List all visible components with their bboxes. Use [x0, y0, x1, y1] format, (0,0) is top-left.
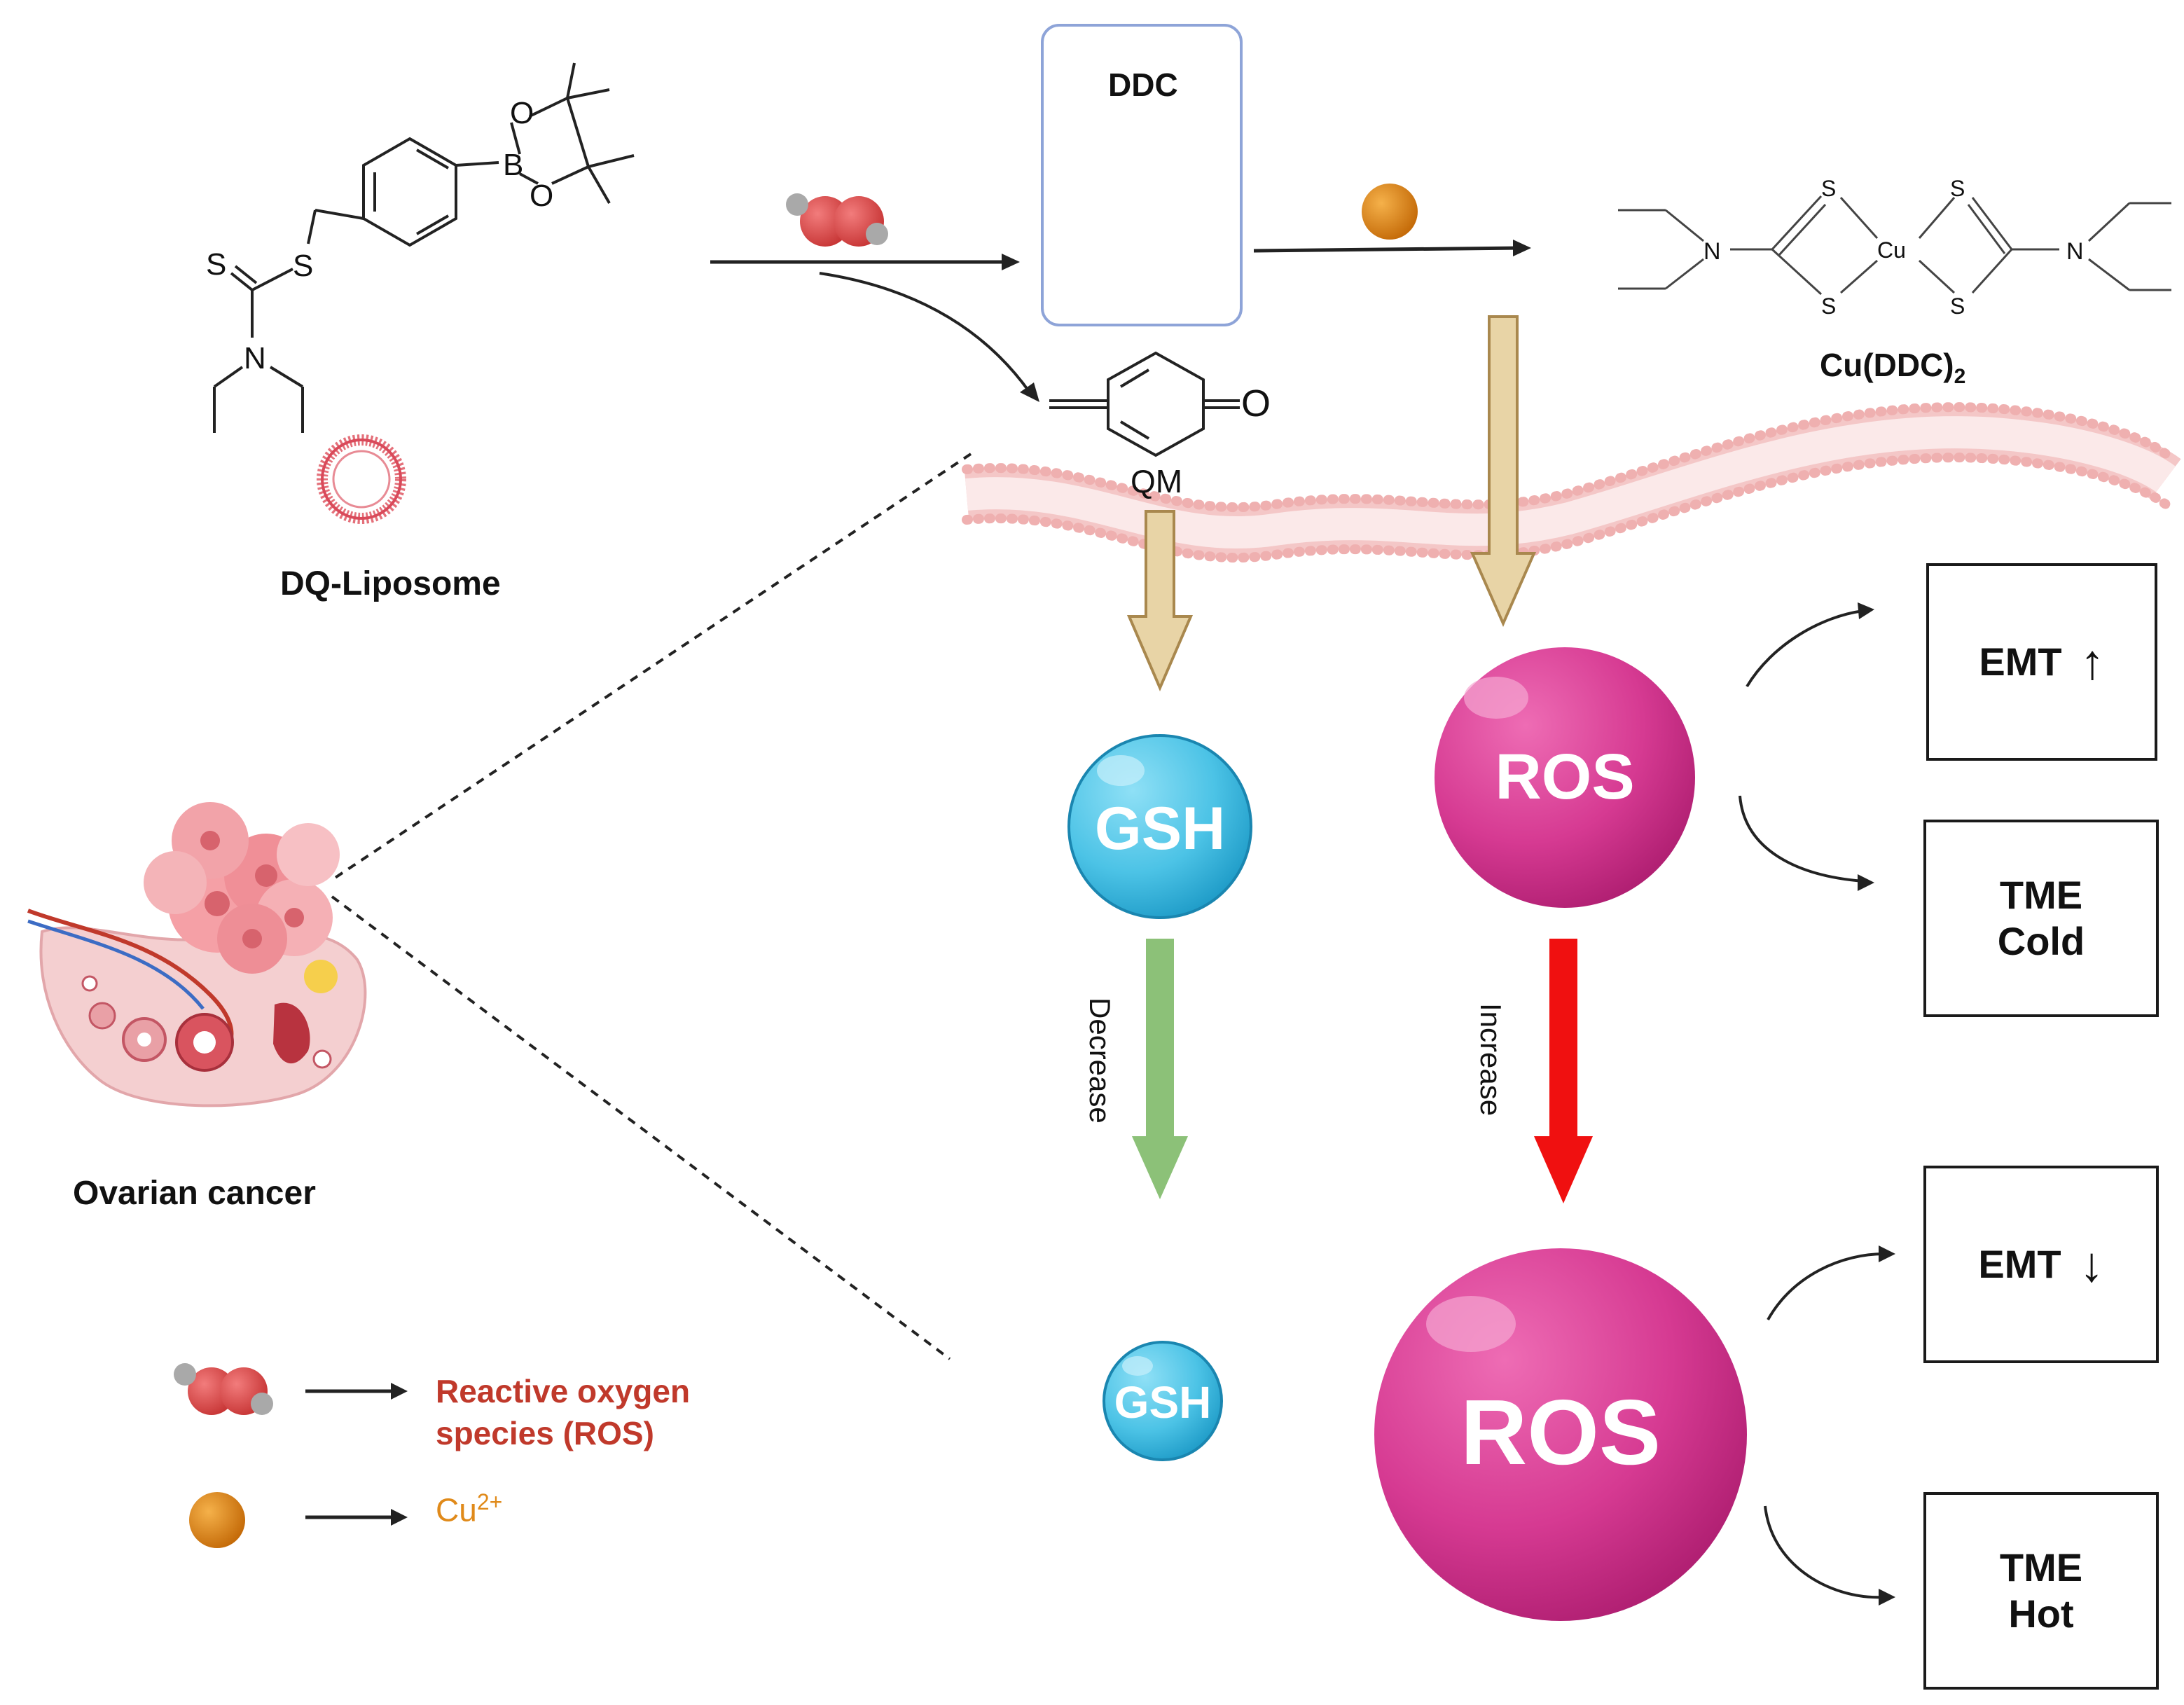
atom-o-bottom: O — [530, 179, 553, 213]
gsh-top-label: GSH — [1095, 795, 1225, 862]
increase-arrow — [1534, 939, 1593, 1203]
atom-n-cu-left: N — [1703, 238, 1721, 265]
tme-cold-box: TME Cold — [1923, 820, 2159, 1017]
hollow-arrow-qm-to-gsh — [1126, 510, 1194, 692]
gsh-sphere-small: GSH — [1103, 1341, 1223, 1461]
qm-label: QM — [1131, 463, 1183, 499]
reaction-arrow-to-ddc — [710, 254, 1020, 270]
qm-structure — [1049, 351, 1240, 457]
atom-s-cu-3: S — [1950, 176, 1965, 201]
cu-ddc2-subscript: 2 — [1954, 365, 1966, 389]
ros-molecule-icon — [786, 193, 888, 247]
emt-up-label: EMT — [1979, 640, 2062, 684]
ddc-label: DDC — [1108, 67, 1178, 103]
reaction-arrow-to-cu-complex — [1253, 240, 1531, 256]
legend-ros-icon — [174, 1363, 273, 1415]
atom-n-cu-right: N — [2066, 238, 2084, 265]
tme-cold-line2: Cold — [1997, 919, 2085, 963]
emt-down-box: EMT ↓ — [1923, 1166, 2159, 1363]
atom-cu: Cu — [1877, 237, 1906, 263]
legend-ros-arrow — [305, 1383, 408, 1400]
hollow-arrow-cu-complex-to-ros — [1470, 315, 1537, 627]
legend-ros-line2: species (ROS) — [436, 1415, 654, 1451]
outcome-arrows — [1739, 609, 1885, 1599]
ovarian-cancer-label: Ovarian cancer — [73, 1175, 316, 1212]
atom-n-prodrug: N — [244, 341, 266, 375]
arrow-down-icon: ↓ — [2079, 1237, 2104, 1292]
liposome-icon — [317, 434, 406, 524]
legend-cu-arrow — [305, 1509, 408, 1526]
ros-sphere-large: ROS — [1374, 1248, 1747, 1621]
cu-ddc2-structure — [1618, 195, 2171, 296]
atom-s-cu-4: S — [1950, 294, 1965, 319]
legend-copper-icon — [189, 1492, 245, 1548]
atom-o-top: O — [510, 96, 534, 130]
atom-o-qm: O — [1241, 382, 1271, 424]
legend-ros-text: Reactive oxygen species (ROS) — [436, 1370, 690, 1454]
tme-cold-line1: TME — [1999, 873, 2083, 917]
atom-s-cu-2: S — [1821, 294, 1836, 319]
tme-hot-line1: TME — [1999, 1545, 2083, 1589]
legend-cu-text: Cu2+ — [436, 1489, 502, 1528]
ddc-box — [1041, 24, 1243, 326]
gsh-bottom-label: GSH — [1114, 1377, 1212, 1428]
atom-s-cu-1: S — [1821, 176, 1836, 201]
ros-bottom-label: ROS — [1460, 1381, 1661, 1484]
arrow-up-icon: ↑ — [2080, 635, 2105, 689]
tme-hot-box: TME Hot — [1923, 1492, 2159, 1690]
atom-s-thione: S — [206, 247, 226, 282]
ovary-tumor-icon — [27, 802, 367, 1107]
dq-liposome-label: DQ-Liposome — [280, 565, 501, 602]
increase-label: Increase — [1474, 1003, 1507, 1116]
dq-prodrug-structure — [213, 62, 635, 433]
outcome-arrowheads — [1858, 602, 1895, 1606]
emt-up-box: EMT ↑ — [1926, 563, 2157, 761]
ros-sphere-medium: ROS — [1435, 647, 1695, 908]
copper-ion-icon — [1362, 184, 1418, 240]
legend-ros-line1: Reactive oxygen — [436, 1373, 691, 1409]
reaction-arrow-to-qm — [819, 272, 1039, 402]
ros-top-label: ROS — [1495, 741, 1634, 813]
cu-ddc2-label: Cu(DDC)2 — [1820, 346, 1965, 389]
decrease-arrow — [1132, 939, 1188, 1199]
cu-ddc2-main: Cu(DDC) — [1820, 347, 1954, 383]
decrease-label: Decrease — [1084, 998, 1117, 1124]
atom-b: B — [503, 148, 523, 182]
legend-cu-charge: 2+ — [476, 1489, 503, 1514]
gsh-sphere-large: GSH — [1067, 734, 1252, 919]
zoom-lines — [331, 453, 972, 1360]
legend-cu-base: Cu — [436, 1491, 477, 1528]
tme-hot-line2: Hot — [2008, 1592, 2074, 1636]
emt-down-label: EMT — [1978, 1242, 2061, 1286]
atom-s-thioether: S — [293, 249, 313, 283]
